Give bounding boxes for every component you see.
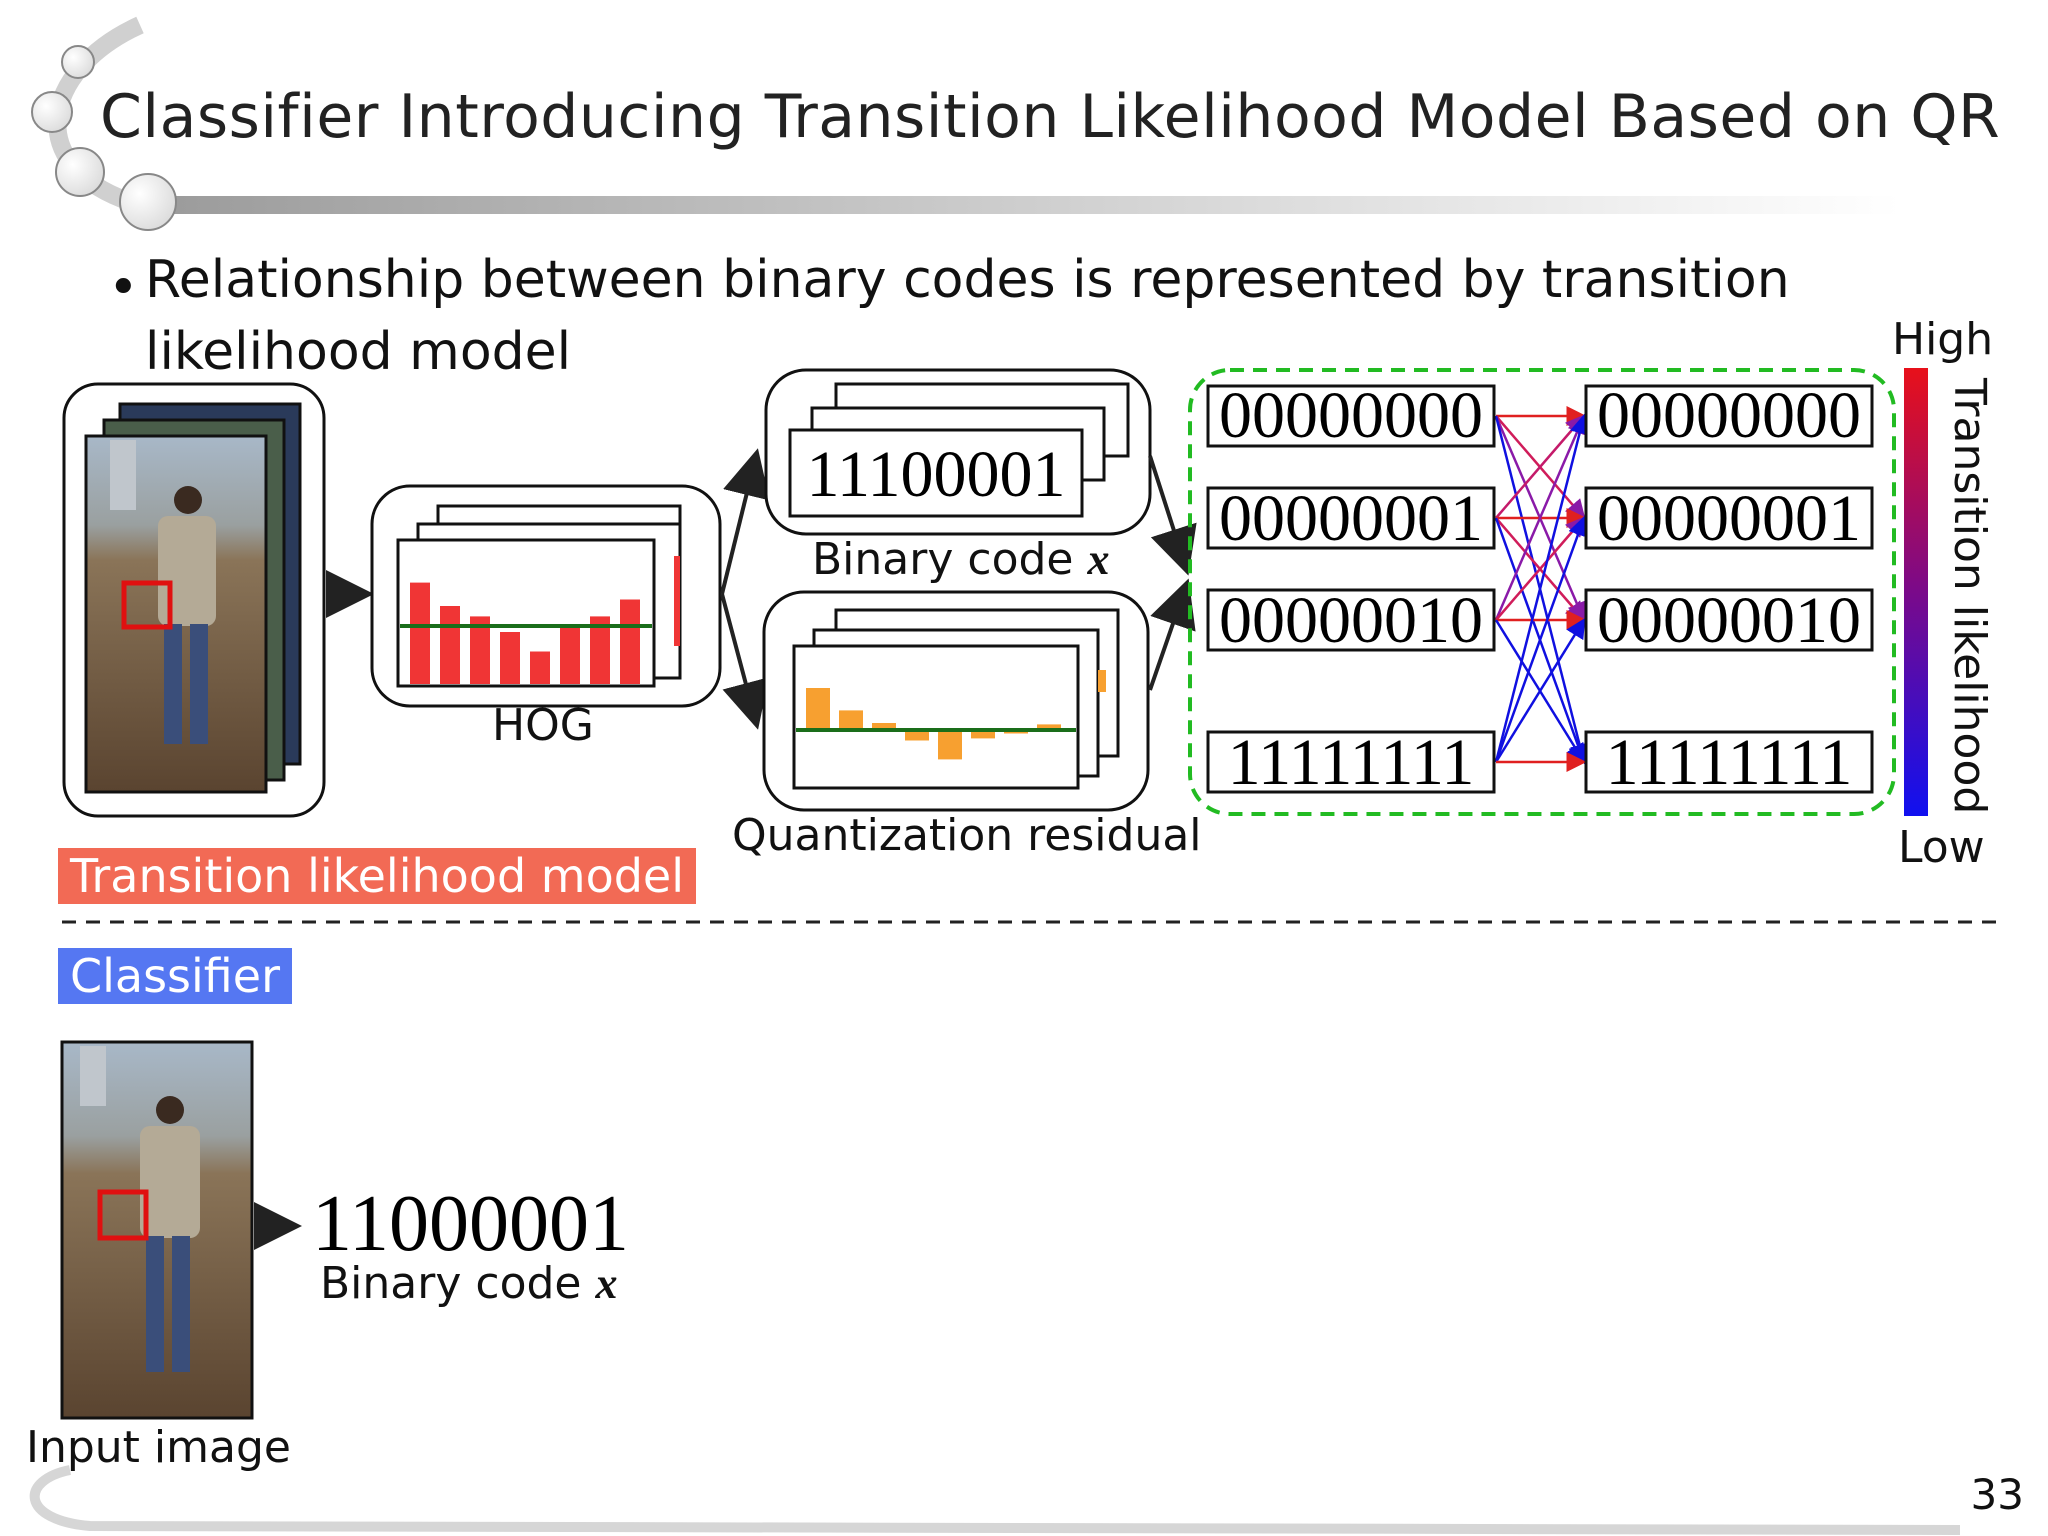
right-code: 00000001 bbox=[1597, 482, 1861, 555]
transition-arrow bbox=[1494, 413, 1590, 763]
left-code-box bbox=[1206, 384, 1496, 448]
classifier-binary-code-label: Binary code x bbox=[320, 1258, 618, 1309]
left-code: 00000001 bbox=[1219, 482, 1483, 555]
residual-bar bbox=[839, 710, 863, 730]
residual-bar bbox=[872, 723, 896, 730]
colorbar-low-label: Low bbox=[1898, 822, 1985, 873]
left-code-box bbox=[1206, 588, 1496, 652]
hog-card-bar-peek bbox=[674, 556, 680, 646]
transition-arrow bbox=[1494, 515, 1588, 763]
page-number: 33 bbox=[1970, 1470, 2024, 1519]
binary-code-label-text: Binary code bbox=[812, 534, 1074, 585]
hog-bar bbox=[410, 582, 430, 684]
arrow-hog-to-binary bbox=[720, 448, 770, 595]
hog-bar bbox=[560, 625, 580, 684]
left-code: 00000010 bbox=[1219, 584, 1483, 657]
hog-bar bbox=[620, 599, 640, 684]
residual-histogram bbox=[806, 688, 1061, 760]
bullet-text-line2: likelihood model bbox=[145, 322, 572, 382]
hog-bar bbox=[440, 606, 460, 684]
arrow-residual-to-model bbox=[1148, 578, 1196, 691]
binary-code-label: Binary code x bbox=[812, 534, 1110, 585]
classifier-binary-code-text: Binary code bbox=[320, 1258, 582, 1309]
right-code-box bbox=[1584, 588, 1874, 652]
classifier-binary-code-variable: x bbox=[595, 1259, 618, 1308]
hog-bar bbox=[470, 616, 490, 684]
hog-label: HOG bbox=[492, 700, 594, 751]
arrow-binary-to-model bbox=[1148, 455, 1197, 576]
binary-card-front-code: 11100001 bbox=[806, 438, 1065, 511]
transition-model-tag: Transition likelihood model bbox=[58, 848, 696, 904]
header-circle bbox=[119, 173, 177, 231]
right-code: 00000010 bbox=[1597, 584, 1861, 657]
input-image bbox=[60, 1040, 254, 1420]
header-circle bbox=[31, 91, 73, 133]
transition-arrow bbox=[1494, 617, 1586, 763]
input-detection-window-box bbox=[97, 1189, 149, 1241]
right-code-box bbox=[1584, 730, 1874, 794]
transition-model-box bbox=[1188, 368, 1896, 816]
hog-bar bbox=[500, 632, 520, 684]
left-code-box bbox=[1206, 486, 1496, 550]
residual-bar bbox=[905, 730, 929, 741]
residual-bar bbox=[971, 730, 995, 739]
residual-bar bbox=[1037, 724, 1061, 730]
residual-bar bbox=[938, 730, 962, 760]
transition-arrows bbox=[1494, 406, 1590, 772]
transition-arrow bbox=[1494, 413, 1587, 621]
right-code: 00000000 bbox=[1597, 379, 1861, 452]
bullet-dot: • bbox=[108, 258, 139, 318]
right-code: 11111111 bbox=[1606, 726, 1853, 799]
header-circle bbox=[55, 147, 105, 197]
detection-window-box bbox=[121, 580, 173, 630]
header-bar bbox=[140, 196, 1900, 214]
header-circle bbox=[61, 45, 95, 79]
residual-bar bbox=[806, 688, 830, 730]
hog-histogram bbox=[410, 582, 640, 684]
left-code-column: 00000000 00000001 00000010 11111111 bbox=[1206, 379, 1496, 799]
colorbar-title: Transition likelihood bbox=[1944, 378, 1995, 815]
right-code-box bbox=[1584, 384, 1874, 448]
left-code-box bbox=[1206, 730, 1496, 794]
binary-code-variable: x bbox=[1087, 535, 1110, 584]
right-code-column: 00000000 00000001 00000010 11111111 bbox=[1584, 379, 1874, 799]
slide-title: Classifier Introducing Transition Likeli… bbox=[100, 82, 2001, 152]
left-code: 11111111 bbox=[1228, 726, 1475, 799]
hog-bar bbox=[590, 616, 610, 684]
classifier-code: 11000001 bbox=[312, 1180, 629, 1268]
header-decoration bbox=[31, 16, 1900, 231]
footer-decoration bbox=[29, 1465, 1961, 1535]
right-code-box bbox=[1584, 486, 1874, 550]
quantization-residual-label: Quantization residual bbox=[732, 810, 1202, 861]
pedestrian-photo bbox=[84, 434, 268, 794]
input-image-label: Input image bbox=[26, 1422, 291, 1473]
colorbar-high-label: High bbox=[1892, 314, 1994, 365]
binary-card-front bbox=[788, 428, 1084, 518]
classifier-tag: Classifier bbox=[58, 948, 292, 1004]
hog-bar bbox=[530, 651, 550, 684]
bullet-text-line1: Relationship between binary codes is rep… bbox=[145, 250, 1790, 310]
left-code: 00000000 bbox=[1219, 379, 1483, 452]
likelihood-colorbar bbox=[1904, 368, 1928, 816]
arrow-hog-to-residual bbox=[720, 593, 769, 730]
hog-card-front bbox=[396, 538, 656, 688]
residual-card-bar-peek bbox=[1098, 670, 1106, 692]
residual-card-front bbox=[792, 644, 1080, 790]
